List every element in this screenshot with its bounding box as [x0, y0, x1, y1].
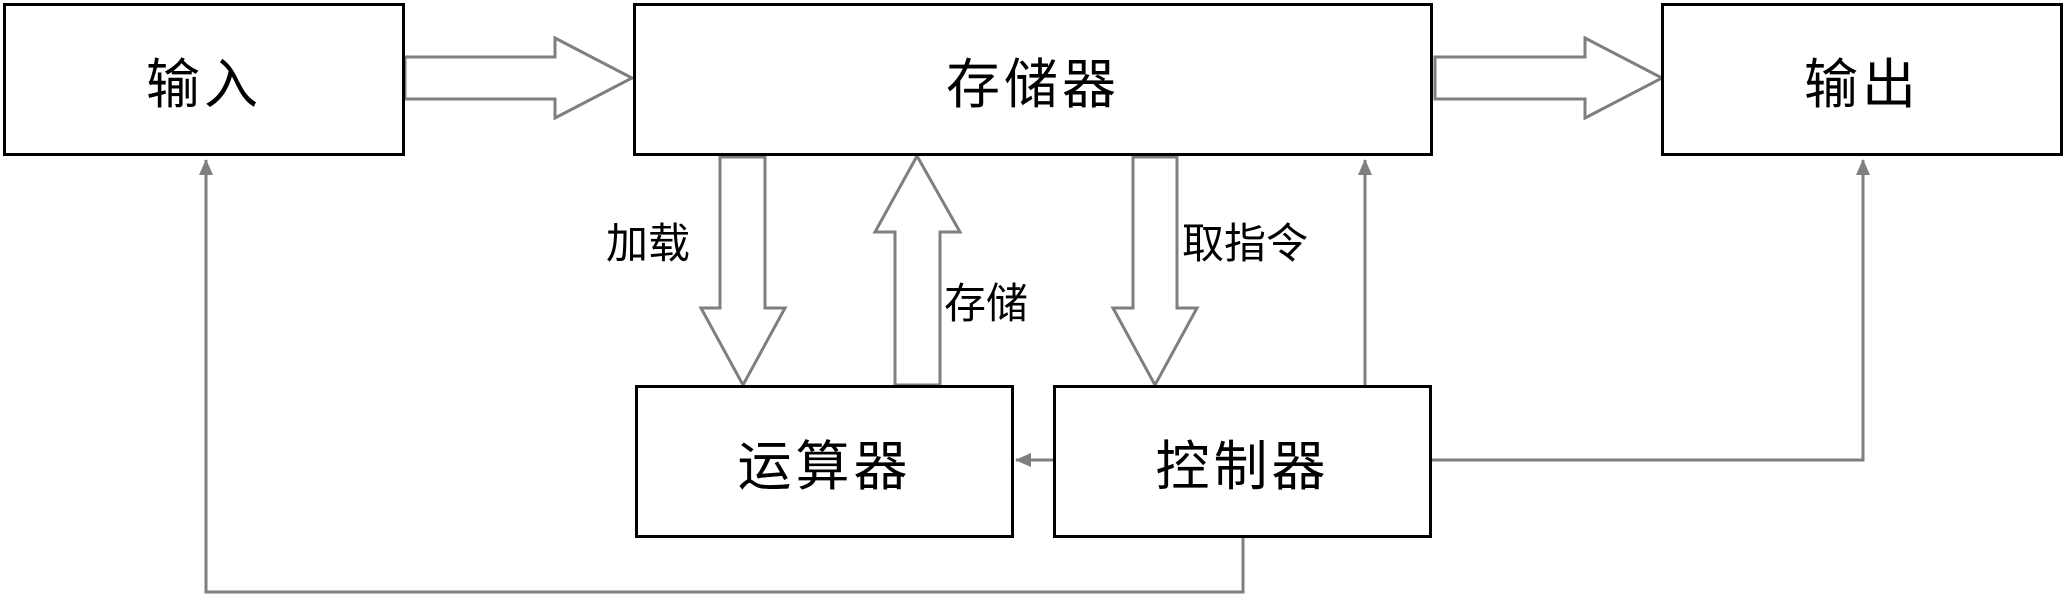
output-box: 输出	[1661, 3, 2063, 156]
controller-to-input-line	[199, 159, 1245, 594]
fetch-arrow	[1110, 155, 1200, 389]
load-label: 加载	[606, 219, 691, 268]
controller-to-output-line	[1432, 159, 1870, 462]
input-label: 输入	[146, 53, 262, 116]
memory-to-output-arrow	[1433, 35, 1666, 121]
load-arrow	[698, 155, 788, 389]
store-arrow	[872, 152, 963, 387]
memory-box: 存储器	[633, 3, 1433, 156]
input-to-memory-arrow	[403, 35, 636, 121]
store-label: 存储	[944, 279, 1029, 328]
alu-box: 运算器	[635, 385, 1014, 538]
output-label: 输出	[1804, 53, 1920, 116]
fetch-label: 取指令	[1182, 219, 1309, 268]
controller-label: 控制器	[1155, 435, 1330, 498]
input-box: 输入	[3, 3, 405, 156]
memory-label: 存储器	[946, 53, 1120, 116]
alu-label: 运算器	[737, 435, 912, 498]
controller-box: 控制器	[1053, 385, 1432, 538]
